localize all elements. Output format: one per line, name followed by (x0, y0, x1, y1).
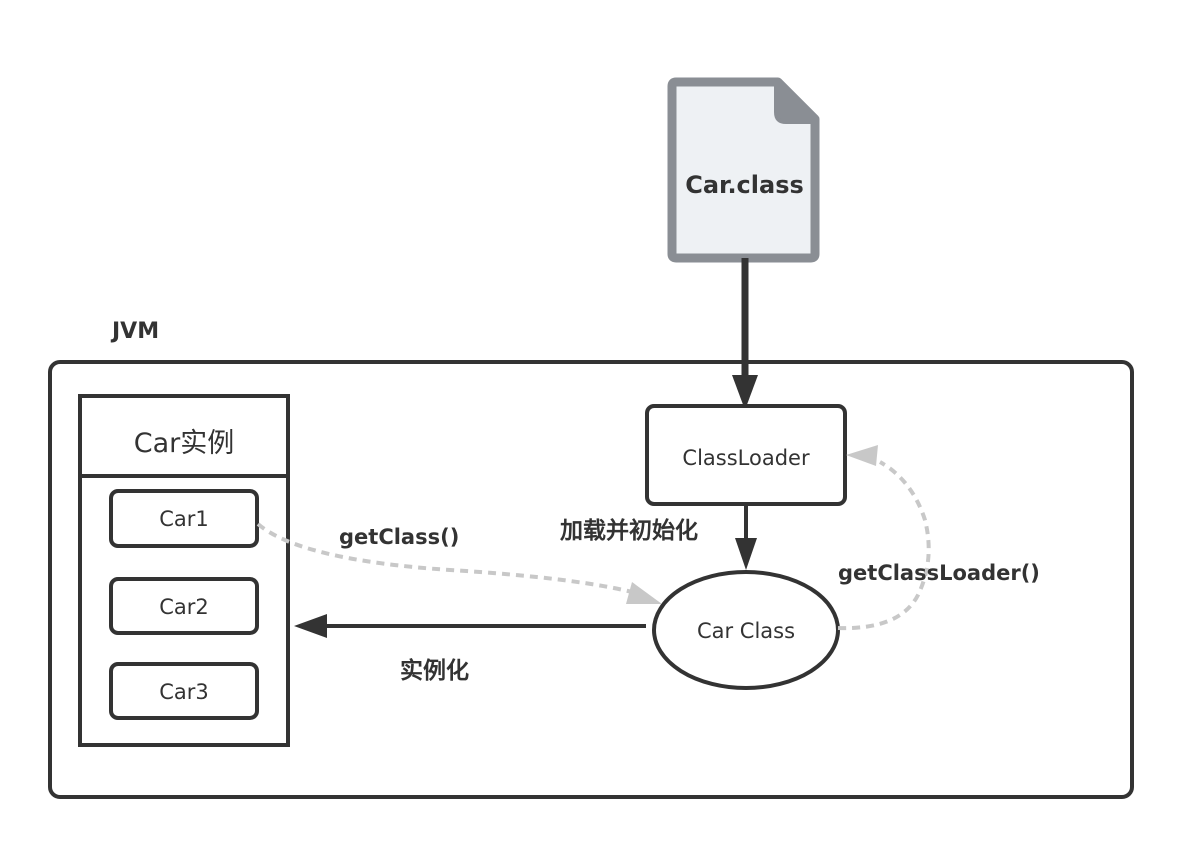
instances-panel-title: Car实例 (133, 427, 235, 459)
instance-car3-label[interactable]: Car3 (159, 680, 209, 704)
edge-instantiate-label: 实例化 (400, 658, 469, 684)
classloader-node-label[interactable]: ClassLoader (682, 446, 810, 470)
instance-car2-box[interactable] (109, 577, 259, 635)
jvm-label: JVM (112, 319, 160, 344)
edge-get-class-label: getClass() (339, 525, 460, 549)
edge-get-classloader (837, 445, 931, 631)
instances-panel (78, 394, 290, 747)
instance-car2-label[interactable]: Car2 (159, 595, 209, 619)
instance-car3-box[interactable] (109, 662, 259, 720)
edge-instantiate (294, 614, 646, 638)
document-file-icon (667, 77, 820, 263)
edge-load-init (735, 504, 757, 570)
edge-get-classloader-label: getClassLoader() (838, 561, 1040, 585)
file-node-label: Car.class (685, 171, 804, 199)
instance-car1-label[interactable]: Car1 (159, 507, 209, 531)
instance-car1-box[interactable] (109, 489, 259, 548)
edge-get-class (256, 522, 662, 604)
jvm-container (48, 360, 1134, 799)
car-class-node-label[interactable]: Car Class (696, 619, 796, 643)
edge-file-to-classloader (732, 258, 758, 410)
edge-load-init-label: 加载并初始化 (560, 518, 698, 544)
